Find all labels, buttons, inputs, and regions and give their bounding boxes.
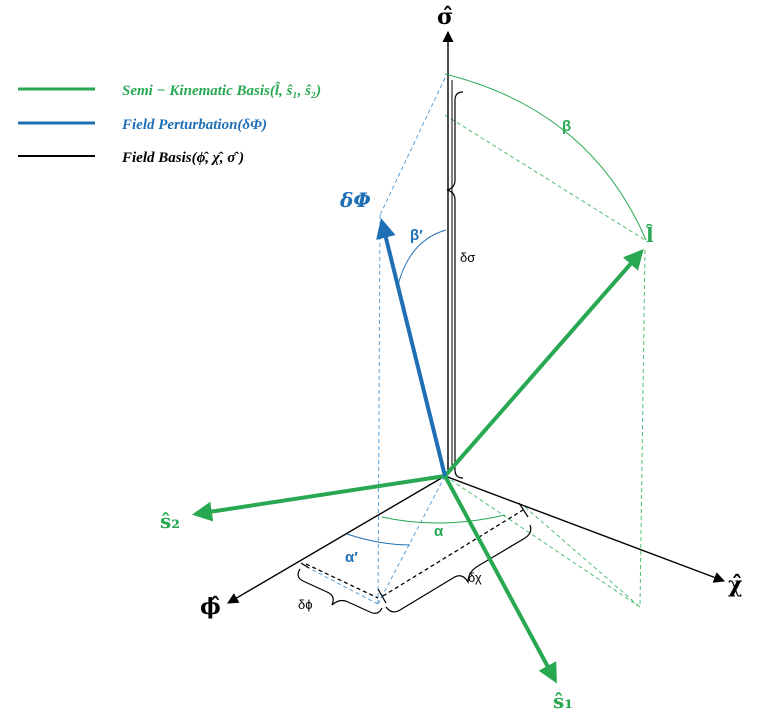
- proj-blue-floor-2: [302, 564, 379, 605]
- sigma-axis-label: σ̂: [437, 4, 453, 30]
- chi-axis: [444, 475, 726, 583]
- legend-text-field-basis: Field Basis(ϕ̂, χ̂, σ̂ ): [121, 150, 244, 166]
- alpha-arc: [381, 514, 506, 524]
- s2-vector-label: ŝ₂: [160, 509, 180, 533]
- s1-vector-label: ŝ₁: [553, 689, 573, 713]
- beta-prime-label: β′: [410, 227, 423, 244]
- floor-components: [300, 502, 529, 604]
- phi-axis: [227, 475, 446, 604]
- phi-axis-label: ϕ̂: [200, 594, 221, 620]
- l-vector-label: l̂: [645, 223, 654, 247]
- delta-phi-component-label: δϕ: [298, 597, 313, 612]
- alpha-label: α: [434, 523, 444, 540]
- proj-blue-floor-1: [377, 475, 446, 605]
- alpha-prime-label: α′: [345, 549, 358, 566]
- chi-axis-label: χ̂: [728, 572, 742, 598]
- semi-kinematic-vectors: [192, 248, 644, 684]
- projection-lines: [302, 77, 646, 608]
- delta-sigma-brace: [446, 91, 464, 479]
- delta-chi-label: δχ: [468, 570, 482, 585]
- proj-green-vertical: [639, 249, 646, 608]
- proj-green-floor: [444, 475, 641, 608]
- proj-green-chi: [524, 506, 641, 608]
- proj-blue-vertical: [377, 214, 381, 605]
- delta-sigma-label: δσ: [460, 250, 475, 265]
- beta-label: β: [562, 118, 571, 135]
- field-basis-axes: [227, 30, 726, 604]
- legend-text-field-perturbation: Field Perturbation(δΦ): [121, 117, 267, 133]
- delta-chi-dashed: [382, 509, 524, 597]
- delta-phi-vector: [376, 218, 447, 477]
- proj-blue-top: [379, 77, 446, 216]
- legend-text-semi-kinematic: Semi − Kinematic Basis(l̂, ŝ₁, ŝ₂): [122, 81, 321, 99]
- alpha-prime-arc: [346, 533, 411, 546]
- angle-arcs: [346, 73, 647, 546]
- s2-vector: [192, 474, 446, 522]
- delta-phi-vector-label: δΦ: [339, 188, 371, 212]
- delta-phi-brace: [297, 568, 383, 614]
- proj-green-top: [444, 114, 646, 241]
- delta-phi-dashed: [305, 563, 379, 599]
- braces: [297, 91, 532, 614]
- l-vector: [443, 248, 644, 478]
- beta-arc: [444, 73, 647, 241]
- beta-prime-arc: [397, 229, 447, 286]
- delta-chi-brace: [385, 524, 532, 613]
- legend: Semi − Kinematic Basis(l̂, ŝ₁, ŝ₂) Field…: [18, 81, 321, 166]
- s1-vector: [443, 475, 557, 684]
